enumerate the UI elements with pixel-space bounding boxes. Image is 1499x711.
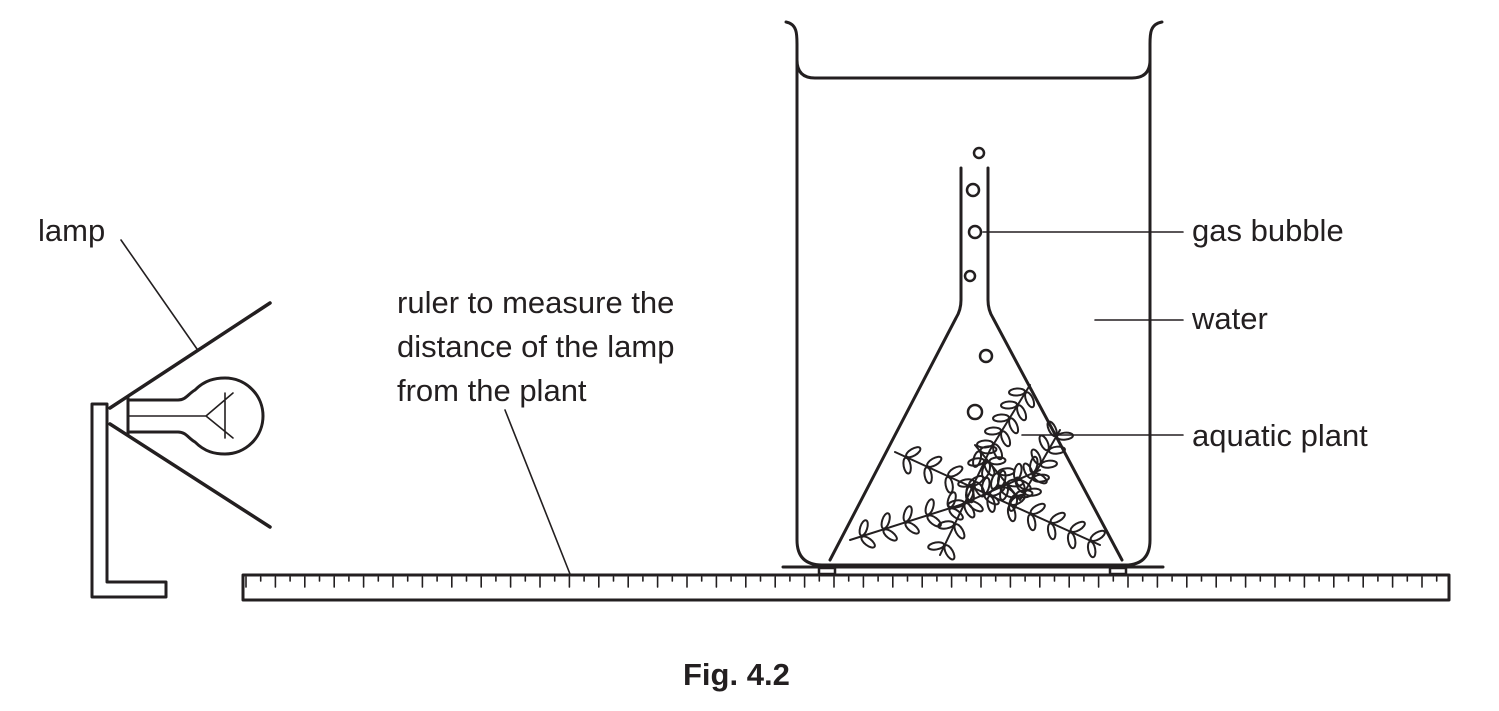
plant-stem: [849, 469, 1041, 541]
beaker-rim: [795, 58, 1152, 80]
label-ruler-line3: from the plant: [397, 373, 587, 408]
plant-leaf: [1016, 404, 1028, 422]
plant-leaf: [1008, 417, 1020, 435]
plant-leaf: [957, 478, 976, 488]
plant-leaf: [924, 498, 935, 516]
plant-leaf: [1008, 387, 1027, 397]
plant-leaf: [1030, 448, 1042, 466]
bubble: [972, 146, 986, 160]
plant-leaf: [1086, 540, 1097, 559]
plant-leaf: [972, 450, 983, 468]
aquatic-plant-drawing: [849, 384, 1106, 561]
plant-leaf: [943, 544, 956, 561]
beaker-foot-right: [1108, 566, 1128, 576]
plant-leaf: [905, 446, 922, 459]
plant-leaf: [858, 519, 869, 537]
plant-leaf: [937, 520, 956, 530]
plant-leaf: [926, 514, 942, 528]
plant-leaf: [860, 535, 876, 549]
plant-leaf: [880, 512, 891, 530]
plant-leaf: [963, 502, 976, 519]
lamp-leader-line: [120, 239, 198, 350]
plant-leaf: [1000, 430, 1012, 448]
bubble: [966, 403, 984, 421]
bubble: [978, 348, 994, 364]
label-leader-lines: [982, 231, 1184, 436]
ruler-ticks: [245, 576, 1438, 588]
gas-bubbles: [963, 146, 994, 421]
plant-leaf: [1039, 459, 1058, 469]
plant-leaf: [902, 505, 913, 523]
plant-leaf: [990, 472, 1001, 490]
label-ruler-line1: ruler to measure the: [397, 285, 675, 320]
plant-leaf: [947, 465, 964, 478]
plant-leaf: [1024, 391, 1036, 409]
plant-leaf: [1023, 487, 1042, 497]
plant-leaf: [948, 507, 964, 521]
plant-leaf: [926, 455, 943, 468]
plant-leaf: [1031, 473, 1050, 483]
plant-leaf: [1069, 520, 1086, 533]
plant-leaf: [902, 456, 912, 475]
plant-leaf: [1047, 445, 1066, 455]
plant-leaf: [1014, 476, 1026, 494]
label-gas-bubble: gas bubble: [1192, 213, 1344, 248]
inverted-funnel: [828, 166, 1124, 562]
plant-leaf: [953, 523, 966, 540]
plant-leaf: [988, 456, 1007, 466]
label-lamp: lamp: [38, 213, 106, 248]
plant-leaf: [882, 528, 898, 542]
plant-leaf: [1029, 502, 1046, 515]
plant-leaf: [1022, 462, 1034, 480]
plant-leaf: [992, 443, 1004, 461]
label-water: water: [1192, 301, 1268, 336]
plant-leaf: [1008, 494, 1019, 512]
plant-leaf: [1000, 400, 1019, 410]
plant-leaf: [1046, 420, 1058, 438]
plant-leaf: [1089, 529, 1106, 542]
plant-leaf: [904, 521, 920, 535]
lamp-shade: [108, 301, 272, 529]
plant-stem: [894, 451, 1101, 546]
plant-leaf: [1026, 513, 1037, 532]
plant-leaf: [1066, 531, 1077, 550]
label-aquatic-plant: aquatic plant: [1192, 418, 1368, 453]
plant-leaf: [984, 426, 1003, 436]
plant-leaf: [999, 483, 1010, 501]
ruler: [241, 573, 1451, 602]
plant-leaf: [1046, 522, 1057, 541]
plant-leaf: [1006, 504, 1017, 523]
plant-leaf: [997, 467, 1016, 477]
plant-leaf: [944, 475, 954, 494]
plant-leaf: [947, 499, 966, 509]
lamp-stand: [90, 402, 168, 599]
plant-leaf: [981, 461, 992, 479]
bubble: [967, 224, 983, 240]
plant-leaf: [923, 466, 933, 485]
bubble: [965, 182, 981, 198]
plant-leaf: [1055, 431, 1074, 441]
ruler-leader-line: [504, 409, 571, 575]
plant-leaf: [973, 481, 986, 498]
figure-caption: Fig. 4.2: [683, 657, 790, 692]
beaker: [784, 20, 1164, 567]
label-ruler-line2: distance of the lamp: [397, 329, 675, 364]
plant-leaf: [927, 541, 946, 551]
plant-leaf: [992, 413, 1011, 423]
plant-leaf: [979, 445, 998, 455]
plant-leaf: [1049, 511, 1066, 524]
beaker-foot-left: [817, 566, 837, 576]
light-bulb-icon: [126, 376, 265, 456]
bubble: [963, 269, 977, 283]
